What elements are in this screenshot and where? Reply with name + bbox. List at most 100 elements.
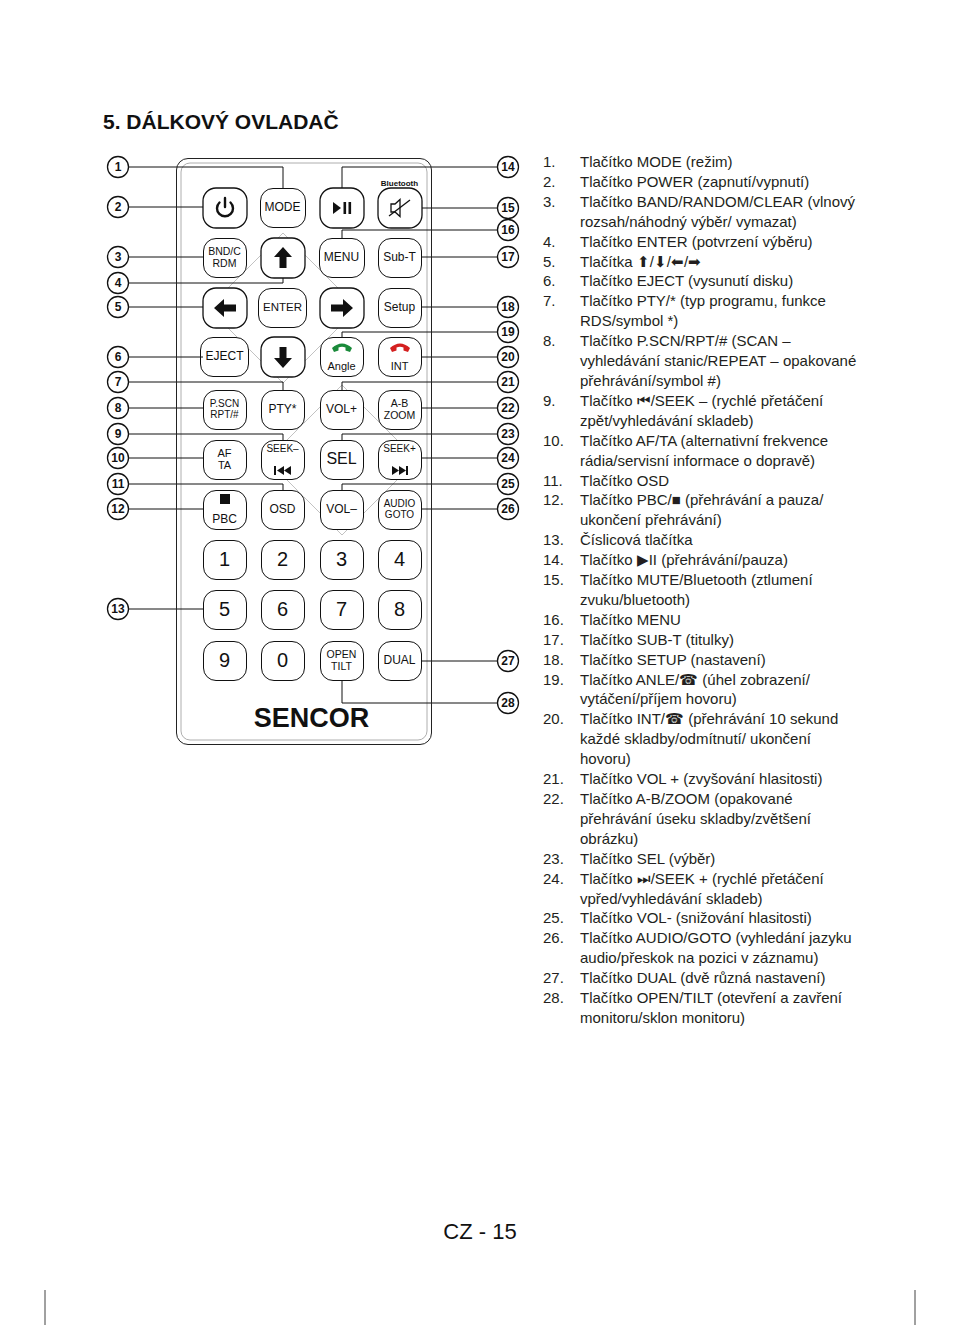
button-background [320,390,364,430]
remote-button: 3 [320,540,364,580]
item-text: Tlačítko P.SCN/RPT/# (SCAN – vyhledávání… [580,331,858,391]
play-icon [333,202,341,214]
button-label: 7 [336,599,347,620]
leader-line [342,167,497,188]
callout-circle [108,424,129,445]
leader-line [129,484,283,490]
item-number: 7. [543,291,580,331]
button-background [203,238,247,278]
remote-button: ENTER [258,288,307,328]
leader-line [422,661,497,662]
item-number: 12. [543,490,580,530]
item-number: 10. [543,431,580,471]
callout-number: 12 [111,502,124,516]
callout-circle [498,347,519,368]
button-label: SEEK+ [383,444,416,455]
remote-button: PBC [203,490,247,530]
item-number: 25. [543,908,580,928]
item-number: 8. [543,331,580,391]
callout-circle [498,297,519,318]
list-item: 23.Tlačítko SEL (výběr) [543,849,858,869]
callout-circle [498,424,519,445]
call-reject-icon [390,344,410,353]
leader-line [422,357,497,358]
remote-button: SEL [320,440,364,480]
callout-number: 8 [115,401,122,415]
item-number: 24. [543,869,580,909]
leader-line [342,332,497,337]
list-item: 13.Číslicová tlačítka [543,530,858,550]
legend-list: 1.Tlačítko MODE (režim)2.Tlačítko POWER … [543,152,858,1028]
callout-number: 14 [501,160,514,174]
leader-line [129,408,203,409]
remote-button: P.SCN RPT/# [203,390,247,430]
crop-mark [45,1290,46,1325]
remote-button: 1 [203,540,247,580]
list-item: 20.Tlačítko INT/☎ (přehrávání 10 sekund … [543,709,858,769]
icon-button [320,188,364,228]
leader-lines [108,157,519,714]
icon-button [203,288,247,328]
pause-icon [344,202,347,214]
item-text: Tlačítko OPEN/TILT (otevření a zavření m… [580,988,858,1028]
button-label: PTY* [268,403,296,416]
item-number: 14. [543,550,580,570]
mute-slash [389,200,410,216]
callout-number: 20 [501,350,514,364]
callout-number: 25 [501,477,514,491]
item-text: Tlačítko MUTE/Bluetooth (ztlumení zvuku/… [580,570,858,610]
button-label: A-B ZOOM [384,398,416,420]
callout-number: 27 [501,654,514,668]
button-background [378,440,422,480]
list-item: 16.Tlačítko MENU [543,610,858,630]
item-text: Tlačítko PTY/* (typ programu, funkce RDS… [580,291,858,331]
button-background [261,390,305,430]
leader-line [422,307,497,308]
remote-button: MENU [319,238,365,278]
brand-logo: SENCOR [254,702,370,733]
leader-line [129,167,283,188]
item-text: Tlačítko A-B/ZOOM (opakované přehrávání … [580,789,858,849]
item-number: 16. [543,610,580,630]
remote-button: OPEN TILT [320,641,364,681]
callout-circle [498,398,519,419]
callout-circle [108,398,129,419]
remote-button: DUAL [378,641,422,681]
list-item: 8.Tlačítko P.SCN/RPT/# (SCAN – vyhledává… [543,331,858,391]
callout-number: 16 [501,223,514,237]
callout-number: 4 [115,276,122,290]
callout-number: 10 [111,451,124,465]
callout-circle [108,273,129,294]
item-number: 23. [543,849,580,869]
leader-line [129,382,283,390]
previous-icon [277,466,284,475]
button-background [320,337,364,377]
leader-line [422,408,497,409]
leader-line [129,207,203,208]
leader-line [129,257,203,258]
button-label: 1 [219,549,230,570]
callout-circle [498,372,519,393]
remote-button: SEEK– [261,440,305,480]
leader-line [422,509,497,510]
button-label: OPEN TILT [327,649,357,671]
button-label: EJECT [205,350,243,363]
list-item: 7.Tlačítko PTY/* (typ programu, funkce R… [543,291,858,331]
button-background [378,337,422,377]
button-label: MODE [265,201,301,214]
list-item: 3.Tlačítko BAND/RANDOM/CLEAR (vlnový roz… [543,192,858,232]
leader-line [342,382,497,390]
button-label: 4 [394,549,405,570]
callout-number: 24 [501,451,514,465]
callout-circle [498,198,519,219]
button-label: SEEK– [266,444,298,455]
callout-number: 2 [115,200,122,214]
button-label: 8 [394,599,405,620]
list-item: 6.Tlačítko EJECT (vysunutí disku) [543,271,858,291]
callout-number: 22 [501,401,514,415]
button-background [201,337,250,377]
list-item: 28.Tlačítko OPEN/TILT (otevření a zavřen… [543,988,858,1028]
button-label: VOL+ [326,403,357,416]
button-background [203,390,247,430]
